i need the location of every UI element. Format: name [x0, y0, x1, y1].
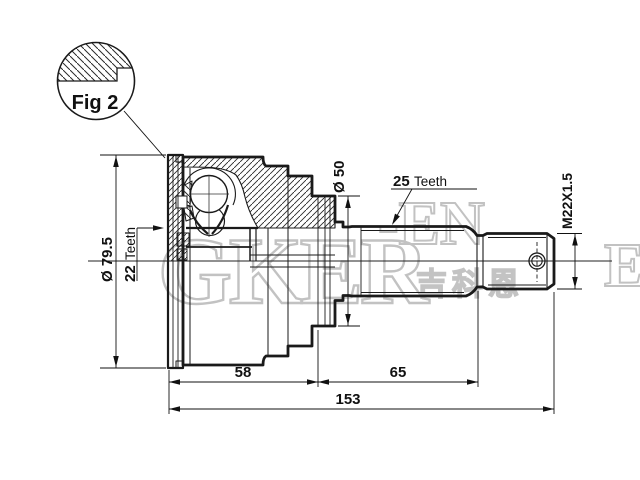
- label-length-65: 65: [390, 364, 407, 381]
- cage-cradle-right: [211, 204, 230, 235]
- joint-interior: [175, 167, 335, 268]
- label-length-58: 58: [235, 364, 252, 381]
- watermark: GKER -EN E 吉科恩: [157, 189, 640, 325]
- race-section-block-upper: [176, 232, 190, 247]
- cotter-pin-hole: [528, 242, 546, 282]
- part-outline: [181, 155, 556, 367]
- cage-cradle-left: [188, 209, 209, 235]
- arrowhead-down: [572, 277, 578, 288]
- arrowhead-down-left: [392, 213, 400, 225]
- label-outer-diameter: Ø 79.5: [99, 237, 116, 282]
- dim-thread: M22X1.5: [557, 173, 582, 290]
- dim-inner-teeth: 22 Teeth: [122, 225, 164, 282]
- arrowhead-down: [113, 356, 119, 367]
- label-inner-teeth-number: 22: [122, 265, 139, 282]
- arrowhead-up: [113, 156, 119, 167]
- label-outer-teeth-number: 25: [393, 173, 410, 190]
- dim-outer-diameter: Ø 79.5: [99, 154, 166, 369]
- label-thread: M22X1.5: [559, 173, 575, 229]
- label-inner-teeth-word: Teeth: [123, 227, 138, 260]
- watermark-latin-suffix: -EN: [378, 190, 485, 258]
- balloon-hatch: [57, 42, 133, 81]
- dimensions: Ø 79.5 22 Teeth Ø 50 25 Teeth: [99, 154, 582, 414]
- fig2-balloon: Fig 2: [56, 41, 166, 159]
- dim-lengths-58-65: 58 65: [168, 291, 479, 414]
- watermark-latin-partial: E: [604, 232, 640, 300]
- label-boot-diameter: Ø 50: [331, 160, 348, 193]
- dim-outer-teeth: 25 Teeth: [391, 173, 477, 225]
- balloon-leader-line: [123, 110, 166, 159]
- balloon-section-edge: [57, 67, 133, 82]
- circlip-groove: [175, 195, 188, 209]
- edge-lines: [172, 156, 548, 367]
- cv-joint-body: [166, 153, 556, 370]
- arrowhead-down: [345, 314, 351, 325]
- dim-length-153: 153: [169, 292, 555, 414]
- watermark-latin-main: GKER: [158, 218, 430, 324]
- label-length-153: 153: [335, 391, 360, 408]
- label-outer-teeth-word: Teeth: [414, 174, 447, 189]
- race-section-block-lower: [176, 248, 188, 261]
- arrowhead-right: [153, 225, 164, 231]
- arrowhead-up: [345, 197, 351, 208]
- figure-label: Fig 2: [72, 92, 119, 114]
- dim-boot-diameter: Ø 50: [331, 160, 360, 327]
- arrowhead-up: [572, 234, 578, 246]
